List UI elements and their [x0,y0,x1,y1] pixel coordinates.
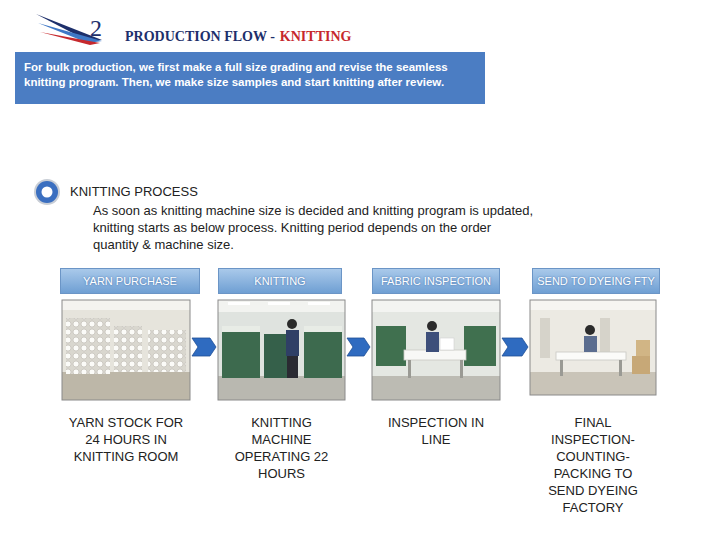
ceiling [372,300,500,312]
machine [304,330,342,378]
photo-yarn-room [62,300,190,400]
process-step: FABRIC INSPECTION INSPECTION IN LINE [372,268,500,452]
lamp [228,302,250,305]
worker-body [426,332,439,352]
flow-arrow [192,338,216,356]
photo-frame [372,300,500,400]
process-step: SEND TO DYEING FTYFINAL INSPECTION-COUNT… [530,268,656,520]
process-step: YARN PURCHASEYARN STOCK FOR 24 HOURS IN … [62,268,190,469]
bullet [36,181,58,203]
machine [222,330,260,378]
wall [218,300,345,400]
packing-table [556,352,626,360]
photo-packing [530,300,656,395]
step-caption: FINAL INSPECTION-COUNTING-PACKING TO SEN… [535,414,651,516]
floor [372,376,500,400]
intro-text: For bulk production, we first make a ful… [24,60,476,90]
intro-band: For bulk production, we first make a ful… [15,52,485,104]
wall [62,300,190,400]
machine [464,326,496,366]
step-caption: YARN STOCK FOR 24 HOURS IN KNITTING ROOM [68,414,184,465]
yarn-stack [114,326,142,372]
table-leg [560,360,563,376]
flow-arrow [502,338,528,356]
page-title: PRODUCTION FLOW - [125,29,275,45]
table-leg [408,360,411,378]
step-header: KNITTING [218,268,342,294]
step-header: YARN PURCHASE [60,268,200,294]
table-leg [460,360,463,378]
photo-knitting-machines [218,300,345,400]
step-caption: INSPECTION IN LINE [378,414,494,448]
fabric [440,338,454,350]
photo-frame [218,300,345,400]
floor [62,372,190,400]
worker-head [585,325,595,335]
step-header: FABRIC INSPECTION [372,268,500,294]
step-caption: KNITTING MACHINE OPERATING 22 HOURS [224,414,340,482]
lamp [308,302,330,305]
floor [218,376,345,400]
flow-arrow-shape [502,338,528,356]
worker-head [287,319,297,329]
machine-top [222,326,260,332]
ceiling [530,300,656,310]
photo-frame [530,300,656,395]
worker-legs [287,356,298,378]
window [540,318,550,358]
table-leg [619,360,622,376]
flow-arrow-shape [347,338,370,356]
lamp [268,302,290,305]
wall [530,300,656,395]
bullet-center [42,187,53,198]
ceiling [218,300,345,312]
wall [372,300,500,400]
section-heading: KNITTING PROCESS [70,184,198,199]
section-body: As soon as knitting machine size is deci… [93,202,538,253]
flow-arrow-shape [192,338,216,356]
worker-body [584,336,597,352]
floor [530,372,656,395]
photo-inspection [372,300,500,400]
flow-arrow [347,338,370,356]
worker-body [286,330,299,356]
section-number: 2 [90,15,102,42]
worker-head [427,321,437,331]
yarn-stack [148,330,186,372]
process-step: KNITTING KNITTING MACHINE OPERATING 22 HO… [218,268,345,486]
yarn-stack [66,318,110,374]
step-header: SEND TO DYEING FTY [532,268,660,294]
machine-top [304,326,342,332]
ceiling [62,300,190,310]
carton [636,340,650,356]
bullet-ring [34,179,60,205]
carton [632,356,650,374]
photo-frame [62,300,190,400]
page-title-accent: KNITTING [280,29,352,45]
machine [376,326,406,366]
